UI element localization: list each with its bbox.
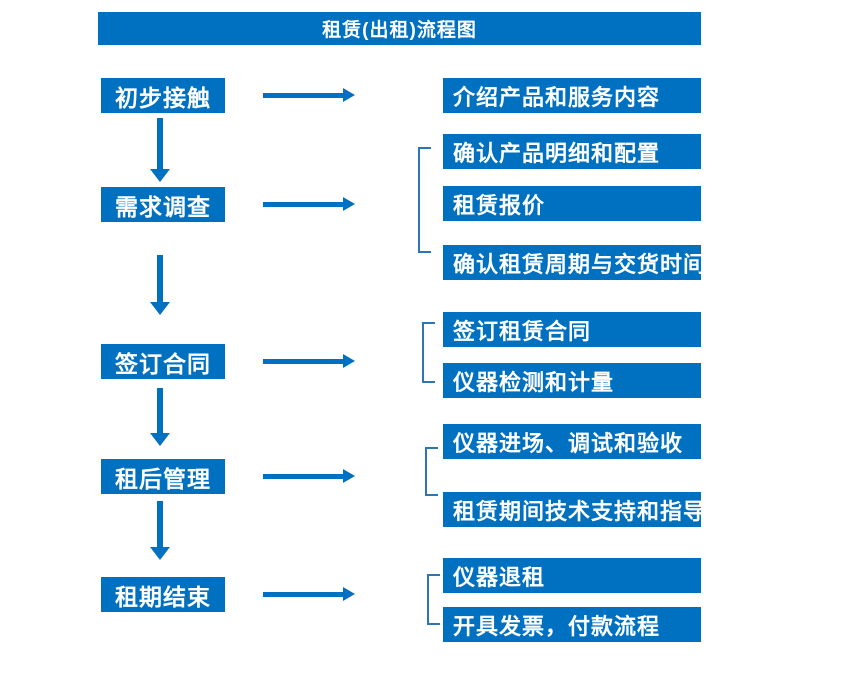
step-box-demand-survey: 需求调查 [101, 187, 225, 222]
arrow-head [150, 169, 170, 182]
arrow-head [343, 197, 355, 211]
arrow-head [150, 302, 170, 315]
right-arrow-icon [263, 587, 355, 601]
detail-box-technical-support: 租赁期间技术支持和指导 [443, 492, 705, 527]
detail-box-instrument-return: 仪器退租 [443, 558, 701, 593]
group-bracket-rental-end [427, 574, 440, 625]
arrow-shaft [157, 118, 163, 170]
detail-box-confirm-period-delivery: 确认租赁周期与交货时间 [443, 245, 705, 280]
detail-box-sign-rental-contract: 签订租赁合同 [443, 312, 701, 347]
down-arrow-icon [150, 255, 170, 315]
group-bracket-sign-contract [422, 322, 435, 383]
detail-box-instrument-testing: 仪器检测和计量 [443, 363, 701, 398]
down-arrow-icon [150, 388, 170, 446]
detail-box-confirm-product-config: 确认产品明细和配置 [443, 134, 701, 169]
page-title: 租赁(出租)流程图 [98, 12, 701, 45]
arrow-head [343, 469, 355, 483]
detail-box-instrument-setup-acceptance: 仪器进场、调试和验收 [443, 424, 701, 459]
group-bracket-demand-survey [418, 147, 431, 253]
arrow-shaft [263, 592, 343, 597]
detail-box-rental-quote: 租赁报价 [443, 186, 701, 221]
step-box-sign-contract: 签订合同 [101, 344, 225, 379]
arrow-head [343, 354, 355, 368]
down-arrow-icon [150, 501, 170, 560]
group-bracket-post-rental [425, 447, 438, 496]
arrow-shaft [157, 388, 163, 434]
right-arrow-icon [263, 197, 355, 211]
down-arrow-icon [150, 118, 170, 182]
arrow-head [343, 88, 355, 102]
right-arrow-icon [263, 469, 355, 483]
detail-box-invoice-payment: 开具发票，付款流程 [443, 607, 701, 642]
arrow-shaft [263, 359, 343, 364]
arrow-shaft [263, 202, 343, 207]
arrow-head [150, 547, 170, 560]
step-box-rental-end: 租期结束 [101, 577, 225, 612]
detail-box-introduce-products: 介绍产品和服务内容 [443, 78, 701, 113]
arrow-shaft [157, 501, 163, 548]
right-arrow-icon [263, 88, 355, 102]
arrow-shaft [263, 474, 343, 479]
arrow-head [150, 433, 170, 446]
arrow-head [343, 587, 355, 601]
arrow-shaft [157, 255, 163, 303]
step-box-initial-contact: 初步接触 [101, 78, 225, 113]
right-arrow-icon [263, 354, 355, 368]
step-box-post-rental-management: 租后管理 [101, 459, 225, 494]
arrow-shaft [263, 93, 343, 98]
